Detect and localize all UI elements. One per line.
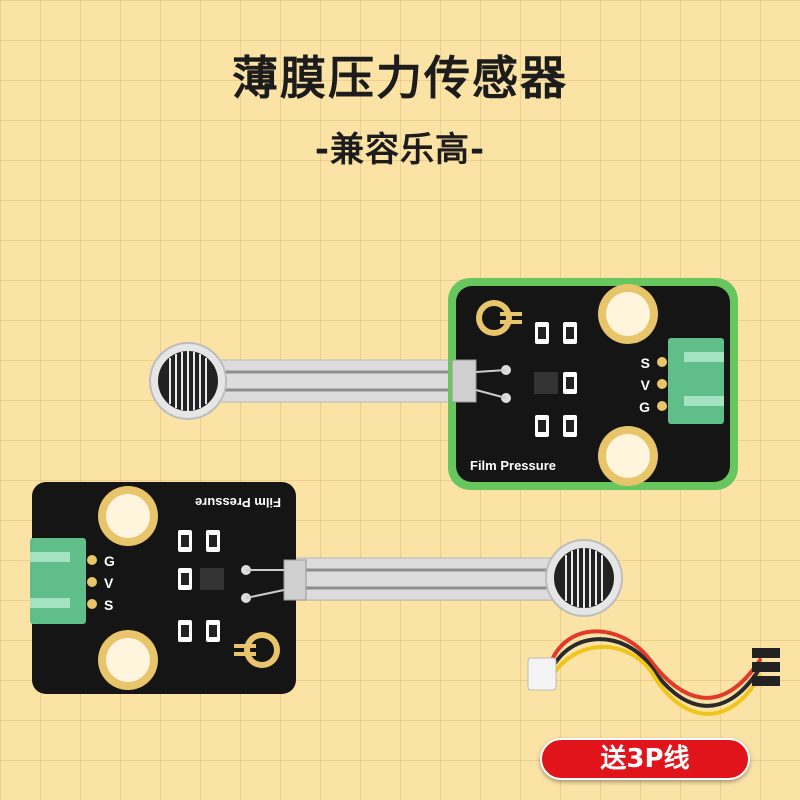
top-pin-label: G bbox=[639, 399, 650, 415]
top-pin-label: S bbox=[641, 355, 650, 371]
bottom-pin-label: S bbox=[104, 597, 113, 613]
cable-illustration bbox=[527, 629, 780, 716]
bottom-pin-label: V bbox=[104, 575, 114, 591]
gift-cable-badge: 送3P线 bbox=[540, 738, 750, 780]
top-film-sensor bbox=[149, 342, 471, 420]
page-title: 薄膜压力传感器 bbox=[232, 51, 568, 105]
bottom-pin-label: G bbox=[104, 553, 115, 569]
bottom-module-label: Film Pressure bbox=[195, 495, 281, 510]
page-subtitle: -兼容乐高- bbox=[314, 130, 486, 170]
top-sensor-module: S V G Film Pressure bbox=[448, 278, 738, 490]
top-pin-label: V bbox=[641, 377, 651, 393]
bottom-film-sensor bbox=[289, 539, 623, 617]
top-module-label: Film Pressure bbox=[470, 458, 556, 473]
bottom-sensor-module: G V S Film Pressure bbox=[30, 482, 307, 694]
